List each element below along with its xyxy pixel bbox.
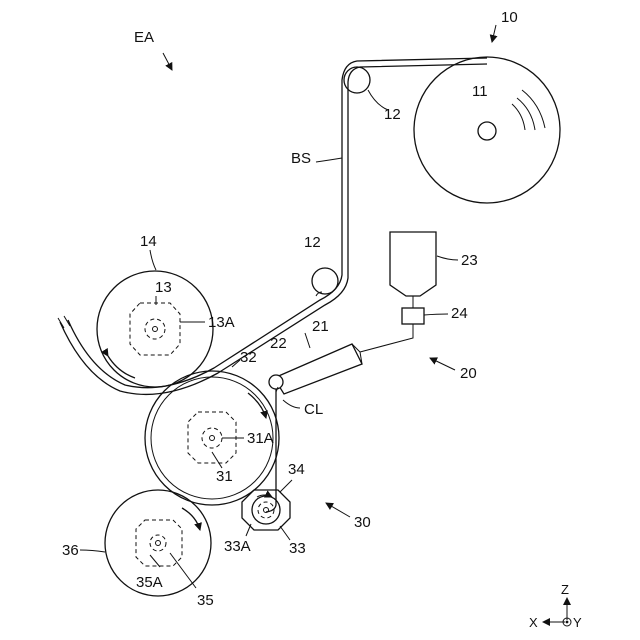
label-ea: EA: [134, 29, 154, 46]
axis-y-label: Y: [573, 615, 582, 630]
label-12-top: 12: [384, 106, 401, 123]
label-33a: 33A: [224, 538, 251, 555]
label-bs: BS: [291, 150, 311, 167]
label-35: 35: [197, 592, 214, 609]
label-11: 11: [472, 83, 488, 100]
leader-lines: [80, 25, 496, 588]
label-33: 33: [289, 540, 306, 557]
label-31a: 31A: [247, 430, 274, 447]
label-24: 24: [451, 305, 468, 322]
label-10: 10: [501, 9, 518, 26]
axis-x-label: X: [529, 615, 538, 630]
label-30: 30: [354, 514, 371, 531]
supply-roll-10: [414, 57, 560, 203]
label-21: 21: [312, 318, 329, 335]
label-13: 13: [155, 279, 172, 296]
label-23: 23: [461, 252, 478, 269]
label-cl: CL: [304, 401, 323, 418]
label-35a: 35A: [136, 574, 163, 591]
coating-unit-20: [269, 232, 436, 394]
roller-33: [242, 490, 290, 530]
axis-z-label: Z: [561, 582, 569, 597]
label-36: 36: [62, 542, 79, 559]
label-22: 22: [270, 335, 287, 352]
label-12-middle: 12: [304, 234, 321, 251]
label-31: 31: [216, 468, 233, 485]
label-34: 34: [288, 461, 305, 478]
label-13a: 13A: [208, 314, 235, 331]
label-20: 20: [460, 365, 477, 382]
label-32: 32: [240, 349, 257, 366]
label-14: 14: [140, 233, 157, 250]
coordinate-axes: Z X Y: [529, 582, 582, 630]
